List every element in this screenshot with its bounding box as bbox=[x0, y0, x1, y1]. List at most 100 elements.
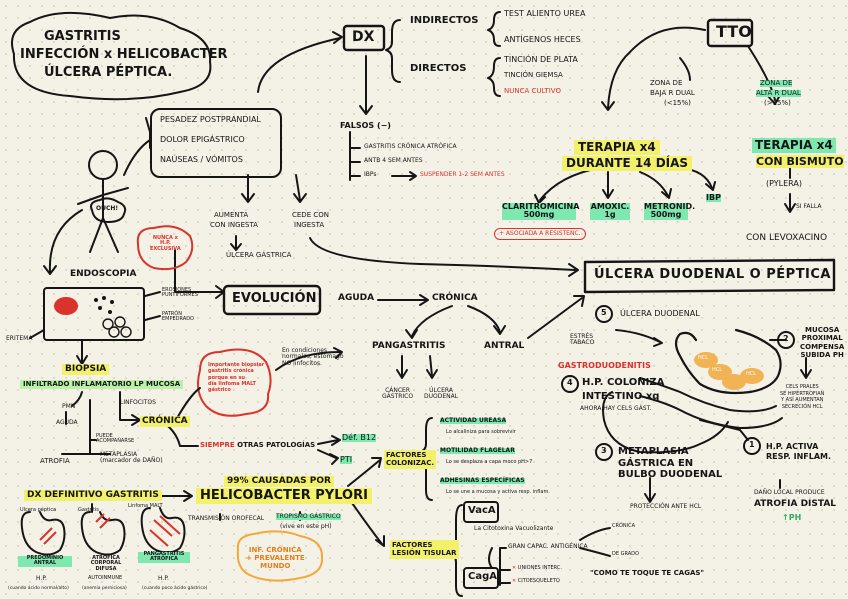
drug-ibp: IBP bbox=[706, 193, 721, 203]
drug-claritromicina: CLARITROMICINA 500mg bbox=[502, 202, 580, 220]
de-grado: DE GRADO bbox=[612, 551, 639, 557]
dx-ind-item: TEST ALIENTO UREA bbox=[504, 9, 586, 18]
aguda-small: AGUDA bbox=[56, 419, 78, 426]
ouch-bubble: OUCH! bbox=[96, 205, 119, 212]
zona-alta: (>15%) bbox=[764, 99, 791, 107]
zona-baja: BAJA R DUAL bbox=[650, 89, 695, 97]
title-line-1: GASTRITIS bbox=[44, 29, 121, 44]
step-number: 3 bbox=[601, 446, 607, 455]
step-number: 4 bbox=[567, 378, 573, 387]
caga-label: CagA bbox=[468, 571, 497, 582]
atrofia-distal: ATROFIA DISTAL bbox=[754, 499, 837, 509]
symptoms-box bbox=[150, 108, 282, 178]
siempre-otras: SIEMPRE OTRAS PATOLOGÍAS bbox=[200, 441, 316, 449]
dx-nunca-cultivo: NUNCA CULTIVO bbox=[504, 87, 561, 95]
stomach-label: Gastritis bbox=[78, 507, 99, 513]
dx-indirectos: INDIRECTOS bbox=[410, 15, 479, 26]
factor-item-head: ACTIVIDAD UREASA bbox=[440, 417, 507, 425]
evolucion-label: EVOLUCIÓN bbox=[232, 291, 317, 306]
vive-ph: (vive en este pH) bbox=[280, 523, 332, 530]
gastroduodenitis: GASTRODUODENITIS bbox=[558, 361, 651, 370]
durante-14-dias: DURANTE 14 DÍAS bbox=[562, 156, 693, 171]
pangastritis: PANGASTRITIS bbox=[372, 341, 446, 351]
infiltrado-inflamatorio: INFILTRADO INFLAMATORIO LP MUCOSA bbox=[20, 380, 184, 390]
endoscopia-label: ENDOSCOPIA bbox=[70, 269, 137, 279]
falsos-item: ANTB 4 SEM ANTES bbox=[364, 157, 423, 164]
dx-definitivo-gastritis: DX DEFINITIVO GASTRITIS bbox=[24, 490, 162, 502]
stomach-nota: (cuando poco ácido gástrico) bbox=[142, 586, 208, 591]
dx-ind-item: ANTÍGENOS HECES bbox=[504, 35, 581, 44]
title-line-3: ÚLCERA PÉPTICA. bbox=[44, 65, 173, 80]
step-number: 1 bbox=[749, 440, 755, 449]
cede-ingesta: CEDE CON bbox=[292, 211, 329, 219]
uniones-interc: ✕ UNIONES INTERC. bbox=[512, 565, 562, 571]
con-bismuto: CON BISMUTO bbox=[756, 155, 844, 168]
gran-capacidad: GRAN CAPAC. ANTIGÉNICA bbox=[508, 543, 588, 550]
def-b12: Déf. B12 bbox=[342, 433, 377, 443]
dx-dir-item: TINCIÓN DE PLATA bbox=[504, 55, 578, 64]
dx-dir-item: TINCIÓN GIEMSA bbox=[504, 71, 563, 79]
step-number: 5 bbox=[601, 308, 607, 317]
si-falla: SI FALLA bbox=[796, 203, 822, 210]
stomach-tipo: PANGASTRITIS ATRÓFICA bbox=[138, 551, 190, 563]
evolucion-aguda: AGUDA bbox=[338, 293, 375, 303]
pylera: (PYLERA) bbox=[766, 179, 802, 188]
zona-alta: ZONA DE bbox=[760, 79, 793, 88]
symptom-item: NAÚSEAS / VÓMITOS bbox=[160, 155, 243, 164]
falsos-item: IBPs bbox=[364, 171, 377, 178]
stomach-tipo: ATRÓFICA CORPORAL DIFUSA bbox=[90, 555, 122, 572]
pmn-label: PMN bbox=[62, 403, 76, 410]
vaca-label: VacA bbox=[468, 505, 496, 516]
atrofia-label: ATROFIA bbox=[40, 457, 70, 465]
hcl-label: HCL bbox=[746, 371, 757, 377]
stomach-nota: (cuando ácido normal/alto) bbox=[8, 586, 69, 591]
pti-label: PTI bbox=[340, 455, 353, 465]
suspender-note: SUSPENDER 1-2 SEM ANTES bbox=[420, 171, 505, 178]
erosiones-label: EROSIONES PUNTIFORMES bbox=[162, 287, 198, 299]
cronica-side: CRÓNICA bbox=[612, 523, 636, 529]
factor-item-head: ADHESINAS ESPECÍFICAS bbox=[440, 477, 525, 485]
proteccion-hcl: PROTECCIÓN ANTE HCL bbox=[630, 503, 702, 510]
biopsia-label: BIOPSIA bbox=[62, 364, 110, 376]
ulcera-gastrica: ÚLCERA GÁSTRICA bbox=[226, 251, 292, 259]
pct-causadas: 99% CAUSADAS POR bbox=[224, 476, 334, 488]
terapia-x4-bismuto: TERAPIA x4 bbox=[752, 138, 836, 153]
patron-empedrado: PATRÓN EMPEDRADO bbox=[162, 311, 194, 323]
eritema-label: ERITEMA bbox=[6, 335, 33, 342]
dano-local: DAÑO LOCAL PRODUCE bbox=[754, 489, 825, 496]
tto-label: TTO bbox=[716, 22, 752, 41]
drug-amoxicilina: AMOXIC. 1g bbox=[590, 202, 630, 220]
asociada-resistencia: + ASOCIADA A RESISTENC. bbox=[494, 228, 586, 241]
step-number: 2 bbox=[783, 334, 789, 343]
step4-hp-coloniza: H.P. COLONIZA bbox=[582, 377, 665, 388]
ph-up: ↑PH bbox=[782, 513, 802, 522]
zona-baja: (<15%) bbox=[664, 99, 691, 107]
factor-item-desc: Lo alcaliniza para sobrevivir bbox=[446, 429, 516, 435]
hcl-label: HCL bbox=[698, 355, 709, 361]
stomach-label: Ulcera péptica bbox=[20, 507, 57, 513]
drug-metronidazol: METRONID. 500mg bbox=[644, 202, 696, 220]
dx-directos: DIRECTOS bbox=[410, 63, 467, 74]
como-te-toque: "COMO TE TOQUE TE CAGAS" bbox=[590, 569, 705, 577]
zona-baja: ZONA DE bbox=[650, 79, 683, 87]
falsos-item: GASTRITIS CRÓNICA ATRÓFICA bbox=[364, 143, 457, 150]
hcl-label: HCL bbox=[712, 367, 723, 373]
factor-item-desc: Lo se desplaza a capa moco pH>7 bbox=[446, 459, 533, 465]
aumenta-ingesta: CON INGESTA bbox=[210, 221, 258, 229]
transmision-orofecal: TRANSMISIÓN OROFECAL bbox=[188, 515, 265, 522]
symptom-item: PESADEZ POSTPRANDIAL bbox=[160, 115, 261, 124]
tropismo-gastrico: TROPISMO GÁSTRICO bbox=[276, 513, 341, 521]
